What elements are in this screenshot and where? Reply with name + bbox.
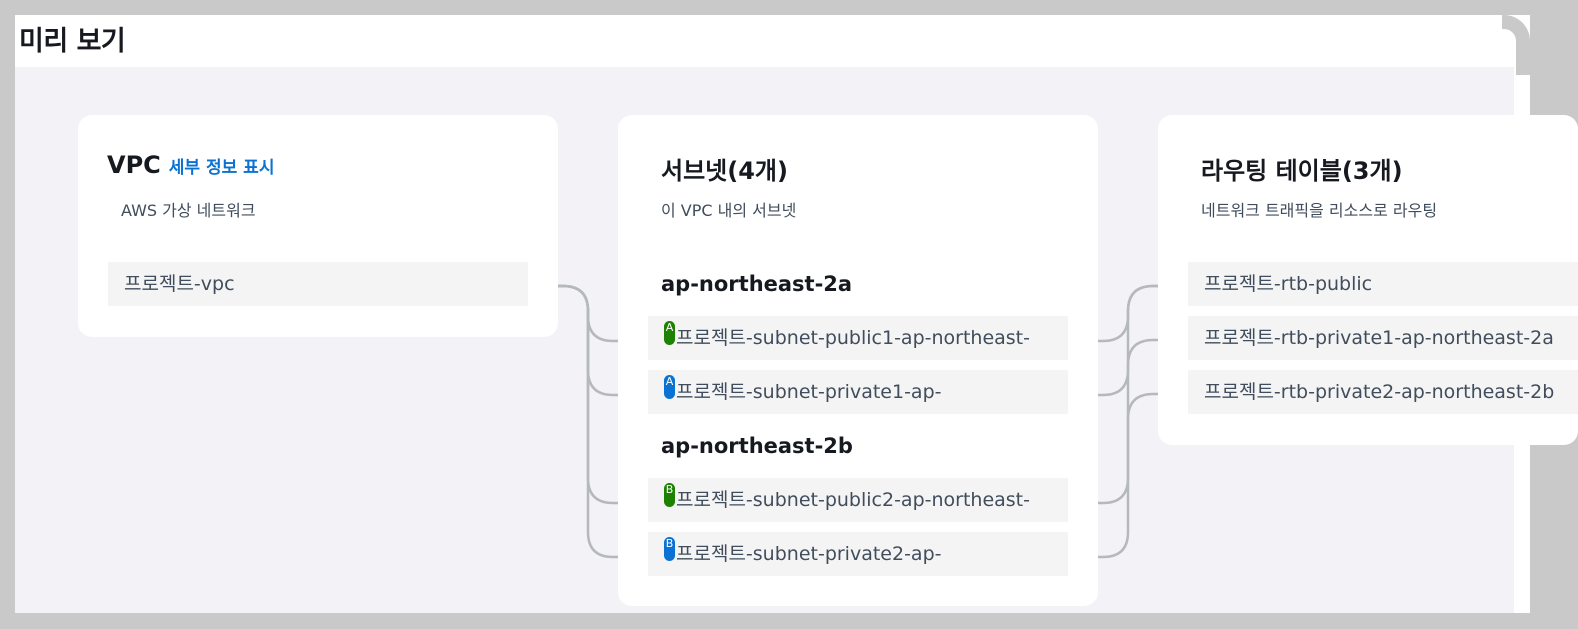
resource-map: VPC 세부 정보 표시 AWS 가상 네트워크 프로젝트-vpc 서브넷(4개)… (15, 67, 1578, 613)
route-tables-card: 라우팅 테이블(3개) 네트워크 트래픽을 리소스로 라우팅 프로젝트-rtb-… (1158, 115, 1578, 445)
connector-subnet4-rtb-private2 (1068, 392, 1188, 559)
connector-subnet2-rtb-private1 (1068, 338, 1188, 397)
connector-lines (528, 284, 1188, 559)
public-badge-icon: A (664, 320, 675, 345)
connector-subnet3-rtb-public (1068, 284, 1188, 505)
route-table-item-private1[interactable]: 프로젝트-rtb-private1-ap-northeast-2a (1188, 316, 1578, 360)
vpc-subtitle: AWS 가상 네트워크 (121, 201, 256, 220)
public-badge-icon: B (664, 482, 675, 507)
route-tables-subtitle: 네트워크 트래픽을 리소스로 라우팅 (1201, 201, 1438, 220)
az-name: ap-northeast-2b (661, 434, 853, 458)
vpc-heading-text: VPC (107, 151, 161, 179)
subnet-label: 프로젝트-subnet-public2-ap-northeast- (676, 489, 1030, 511)
route-table-item-public[interactable]: 프로젝트-rtb-public (1188, 262, 1578, 306)
vpc-item[interactable]: 프로젝트-vpc (108, 262, 528, 306)
subnets-subtitle: 이 VPC 내의 서브넷 (661, 201, 797, 220)
private-badge-icon: A (664, 374, 675, 399)
vpc-heading: VPC 세부 정보 표시 (107, 151, 274, 179)
window-corner (1502, 15, 1530, 75)
subnet-label: 프로젝트-subnet-public1-ap-northeast- (676, 327, 1030, 349)
page-title: 미리 보기 (19, 26, 126, 57)
subnet-label: 프로젝트-subnet-private2-ap- (676, 543, 942, 565)
route-table-item-private2[interactable]: 프로젝트-rtb-private2-ap-northeast-2b (1188, 370, 1578, 414)
private-badge-icon: B (664, 536, 675, 561)
subnets-heading: 서브넷(4개) (661, 157, 788, 185)
route-tables-heading: 라우팅 테이블(3개) (1201, 157, 1403, 185)
connector-vpc-subnet-4 (528, 284, 648, 559)
az-name: ap-northeast-2a (661, 272, 853, 296)
subnet-label: 프로젝트-subnet-private1-ap- (676, 381, 942, 403)
show-details-link[interactable]: 세부 정보 표시 (168, 158, 275, 178)
vpc-card: VPC 세부 정보 표시 AWS 가상 네트워크 프로젝트-vpc (78, 115, 558, 337)
